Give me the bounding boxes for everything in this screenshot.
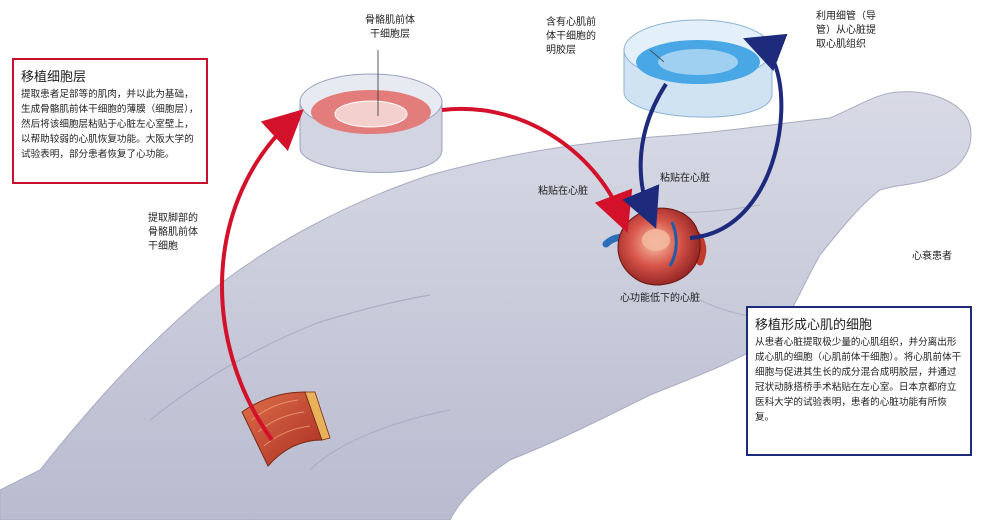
info-box-cell-sheet: 移植细胞层 提取患者足部等的肌肉，并以此为基础，生成骨骼肌前体干细胞的薄膜（细胞… (12, 58, 208, 184)
leg-muscle (241, 391, 331, 467)
attach-heart-right-label: 粘贴在心脏 (660, 173, 710, 184)
extract-leg-label: 提取脚部的 骨骼肌前体 干细胞 (148, 213, 198, 252)
arrow-heart-to-blue-dish (689, 33, 788, 240)
info-box-cardiac-cells: 移植形成心肌的细胞 从患者心脏提取极少量的心肌组织，并分离出形成心肌的细胞（心肌… (746, 306, 972, 456)
dish-red-label: 骨骼肌前体 干细胞层 (365, 15, 415, 40)
arrow-dish-to-heart-red (441, 106, 633, 233)
info-box-cell-sheet-title: 移植细胞层 (21, 70, 87, 85)
attach-heart-left-label: 粘贴在心脏 (538, 186, 588, 197)
catheter-label: 利用细管（导 管）从心脏提 取心肌组织 (816, 11, 876, 50)
heart-label: 心功能低下的心脏 (620, 293, 700, 304)
arrow-blue-dish-to-heart (622, 82, 668, 229)
info-box-cardiac-cells-title: 移植形成心肌的细胞 (755, 318, 873, 333)
info-box-cardiac-cells-body: 从患者心脏提取极少量的心肌组织，并分离出形成心肌的细胞（心肌前体干细胞）。将心肌… (755, 337, 962, 423)
arrow-leg-to-dish (220, 109, 304, 442)
dish-blue-label: 含有心肌前 体干细胞的 明胶层 (546, 17, 596, 56)
info-box-cell-sheet-body: 提取患者足部等的肌肉，并以此为基础，生成骨骼肌前体干细胞的薄膜（细胞层），然后将… (21, 89, 199, 160)
patient-label: 心衰患者 (912, 251, 952, 262)
dish-red (299, 50, 443, 173)
dish-blue (623, 19, 773, 118)
